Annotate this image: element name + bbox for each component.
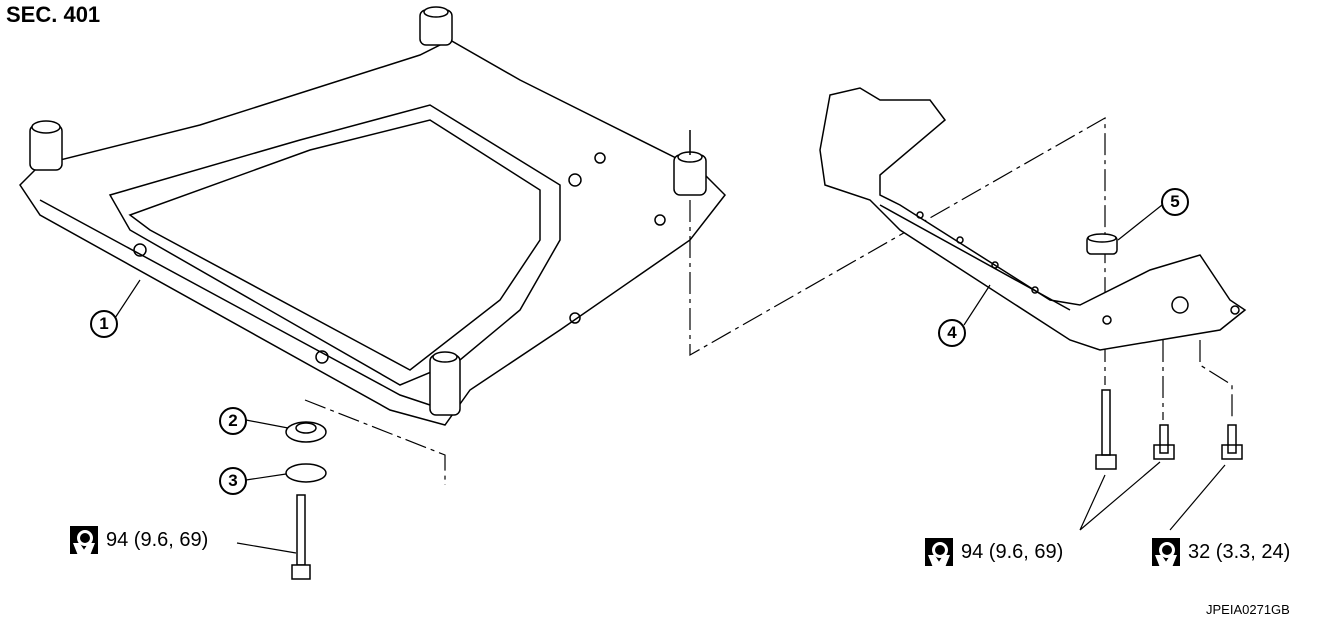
callout-3: 3 [219, 467, 247, 495]
torque-wrench-icon [70, 526, 98, 554]
torque-spec-left: 94 (9.6, 69) [70, 526, 208, 554]
callout-1: 1 [90, 310, 118, 338]
torque-spec-right-2: 32 (3.3, 24) [1152, 538, 1290, 566]
torque-wrench-icon [1152, 538, 1180, 566]
section-title: SEC. 401 [6, 2, 101, 27]
image-code: JPEIA0271GB [1206, 602, 1290, 617]
callout-5: 5 [1161, 188, 1189, 216]
torque-wrench-icon [925, 538, 953, 566]
torque-value: 32 (3.3, 24) [1188, 540, 1291, 563]
suspension-member [19, 6, 726, 426]
callout-2: 2 [219, 407, 247, 435]
torque-spec-right-1: 94 (9.6, 69) [925, 538, 1063, 566]
member-stay [819, 87, 1247, 351]
torque-value: 94 (9.6, 69) [106, 528, 209, 551]
callout-4: 4 [938, 319, 966, 347]
torque-value: 94 (9.6, 69) [961, 540, 1064, 563]
